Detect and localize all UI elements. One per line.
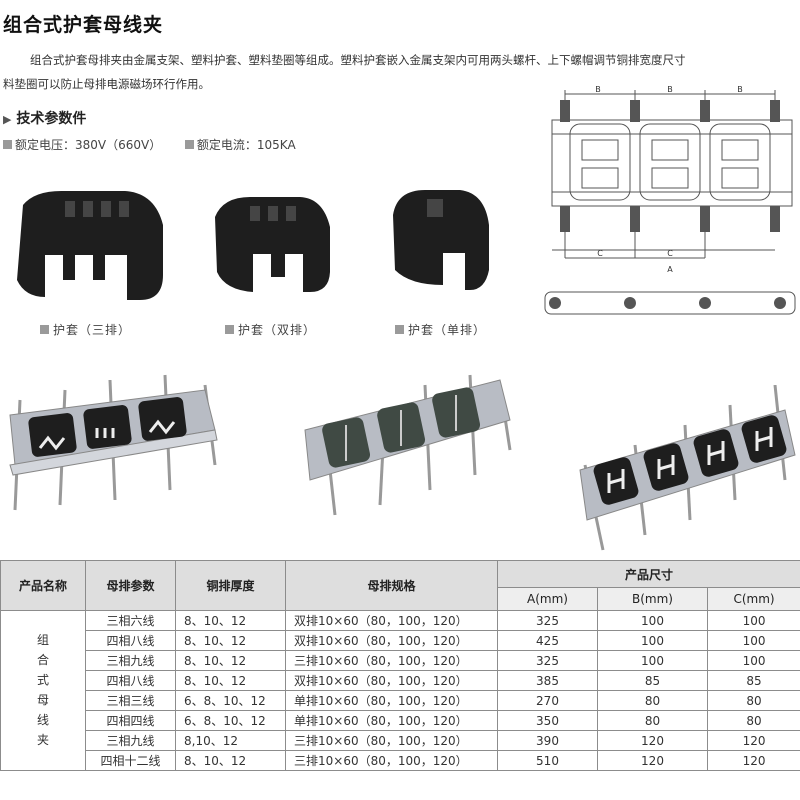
clamp-double-row-image (579, 385, 796, 551)
page-title: 组合式护套母线夹 (3, 14, 164, 36)
description-line-2: 料垫圈可以防止母排电源磁场环行作用。 (3, 77, 210, 91)
dim-b-1: B (595, 85, 601, 94)
table-row: 组合式母线夹 三相六线 8、10、12 双排10×60（80，100，120） … (0, 610, 800, 771)
spec-table: 产品名称 母排参数 铜排厚度 母排规格 产品尺寸 A(mm) B(mm) C(m… (0, 560, 800, 771)
arrow-icon: ▶ (3, 113, 12, 126)
specs-heading-label: 技术参数件 (16, 111, 87, 127)
table-row: 三相三线 6、8、10、12 单排10×60（80，100，120） 270 8… (1, 690, 800, 711)
header-a: A(mm) (497, 587, 598, 611)
sheath-double-image (215, 197, 330, 292)
square-bullet-icon (184, 140, 194, 149)
table-row: 三相九线 8,10、12 三排10×60（80，100，120） 390 120… (1, 730, 800, 751)
header-size: 产品尺寸 (496, 560, 800, 588)
description: 组合式护套母排夹由金属支架、塑料护套、塑料垫圈等组成。塑料护套嵌入金属支架内可用… (3, 48, 800, 96)
dim-b-2: B (667, 85, 673, 94)
rated-voltage: 额定电压：380V（660V） (15, 138, 162, 152)
clamp-single-row-image (304, 374, 512, 516)
header-thickness: 铜排厚度 (175, 560, 286, 611)
rated-current: 额定电流：105KA (196, 138, 296, 152)
table-row: 三相九线 8、10、12 三排10×60（80，100，120） 325 100… (1, 650, 800, 671)
table-row: 四相十二线 8、10、12 三排10×60（80，100，120） 510 12… (1, 750, 800, 771)
sheath-single-image (393, 190, 489, 290)
dim-c-2: C (667, 249, 673, 258)
table-row: 四相四线 6、8、10、12 单排10×60（80，100，120） 350 8… (1, 710, 800, 731)
table-row: 四相八线 8、10、12 双排10×60（80，100，120） 425 100… (1, 630, 800, 651)
technical-drawing: B B B C C A (544, 85, 796, 315)
dim-b-3: B (737, 85, 743, 94)
specs-heading: ▶ 技术参数件 (3, 108, 86, 128)
caption-three: 护套（三排） (40, 321, 131, 338)
header-product-name: 产品名称 (0, 560, 86, 611)
description-line-1: 组合式护套母排夹由金属支架、塑料护套、塑料垫圈等组成。塑料护套嵌入金属支架内可用… (30, 53, 686, 67)
dim-a: A (667, 265, 673, 274)
caption-double: 护套（双排） (225, 321, 316, 338)
header-c: C(mm) (706, 587, 800, 611)
sheath-three-image (17, 190, 163, 300)
dim-c-1: C (597, 249, 603, 258)
product-name-cell: 组合式母线夹 (0, 610, 86, 771)
square-bullet-icon (395, 325, 404, 334)
header-b: B(mm) (597, 587, 708, 611)
table-row: 四相八线 8、10、12 双排10×60（80，100，120） 385 85 … (1, 670, 800, 691)
square-bullet-icon (225, 325, 234, 334)
clamp-three-row-image (9, 374, 218, 511)
specs-line: 额定电压：380V（660V） 额定电流：105KA (3, 136, 296, 153)
square-bullet-icon (40, 325, 49, 334)
header-busbar-param: 母排参数 (85, 560, 176, 611)
header-spec: 母排规格 (285, 560, 498, 611)
square-bullet-icon (3, 140, 12, 149)
caption-single: 护套（单排） (395, 321, 486, 338)
